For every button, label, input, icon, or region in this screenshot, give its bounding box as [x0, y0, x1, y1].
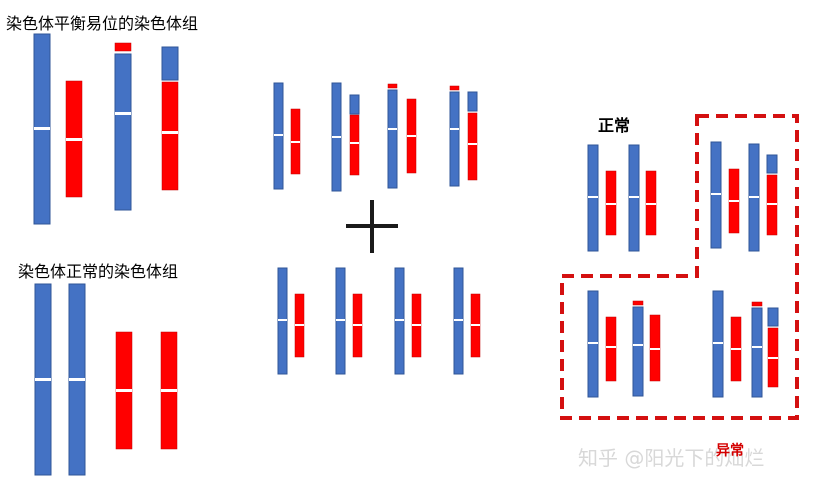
chromosome-blue-translocated	[114, 42, 132, 211]
abnormal-offspring-label: 异常	[716, 443, 744, 459]
normal-karyotype-set	[34, 283, 178, 476]
gamete-unbalanced-1	[331, 82, 360, 192]
gamete-normal	[335, 267, 363, 375]
chromosome-red-short	[160, 331, 178, 450]
normal-karyotype-label: 染色体正常的染色体组	[18, 262, 179, 281]
abnormal-outline	[560, 114, 799, 420]
chromosome-red-short	[115, 331, 133, 450]
chromosome-blue-long	[33, 33, 51, 225]
chromosome-red-short	[65, 80, 83, 198]
chromosome-blue-long	[68, 283, 86, 476]
offspring-balanced-carrier	[710, 141, 778, 252]
normal-offspring-label: 正常	[598, 116, 631, 135]
chromosome-red-translocated	[161, 46, 179, 191]
offspring-abnormal-1	[587, 290, 661, 398]
gamete-balanced	[387, 83, 417, 189]
offspring-normal	[587, 144, 657, 252]
gamete-unbalanced-2	[449, 85, 478, 187]
gamete-normal	[273, 82, 301, 190]
gamete-normal	[394, 267, 422, 375]
watermark: 知乎 @阳光下的灿烂	[578, 446, 765, 470]
gamete-row-carrier	[273, 82, 478, 192]
gamete-row-normal	[277, 267, 481, 375]
balanced-karyotype-label: 染色体平衡易位的染色体组	[6, 14, 199, 33]
offspring-abnormal-2	[712, 290, 779, 398]
gamete-normal	[453, 267, 481, 375]
plus-sign-icon	[346, 200, 398, 253]
gamete-normal	[277, 267, 305, 375]
chromosome-blue-long	[34, 283, 52, 476]
balanced-translocation-set	[33, 33, 179, 225]
